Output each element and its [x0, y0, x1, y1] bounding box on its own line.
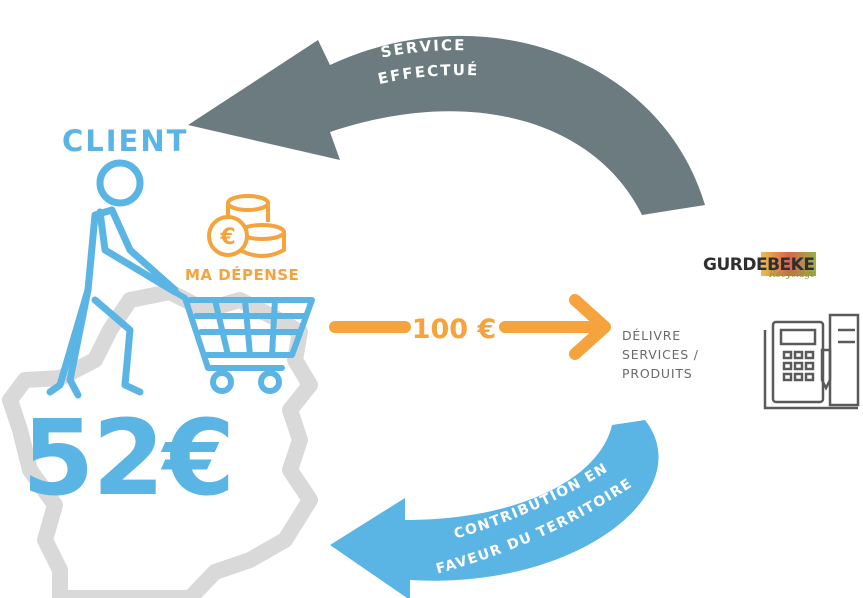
- calculator-documents-icon: [763, 313, 860, 410]
- brand-name: GURDEBEKE: [703, 255, 815, 275]
- france-map-icon: [2, 284, 318, 598]
- deliver-line-2: SERVICES /: [622, 347, 699, 362]
- spend-label: MA DÉPENSE: [185, 266, 300, 284]
- svg-text:€: €: [219, 225, 235, 250]
- person-pushing-cart-icon: [46, 159, 179, 399]
- local-amount: 52€: [22, 397, 235, 519]
- service-arrow: [188, 35, 705, 215]
- transaction-arrow: [329, 294, 611, 360]
- brand-tagline: Recyclage: [769, 270, 816, 280]
- client-title: CLIENT: [62, 124, 189, 158]
- brand-logo-swatch: [761, 252, 816, 276]
- shopping-cart-icon: [165, 285, 315, 394]
- transaction-amount: 100 €: [412, 314, 497, 345]
- transaction-amount-text: 100 €: [412, 314, 497, 345]
- brand-logo: GURDEBEKE Recyclage: [703, 250, 823, 286]
- contribution-arrow: [330, 420, 659, 598]
- deliver-line-1: DÉLIVRE: [622, 328, 681, 343]
- euro-coins-icon: €: [207, 194, 286, 258]
- deliver-line-3: PRODUITS: [622, 366, 693, 381]
